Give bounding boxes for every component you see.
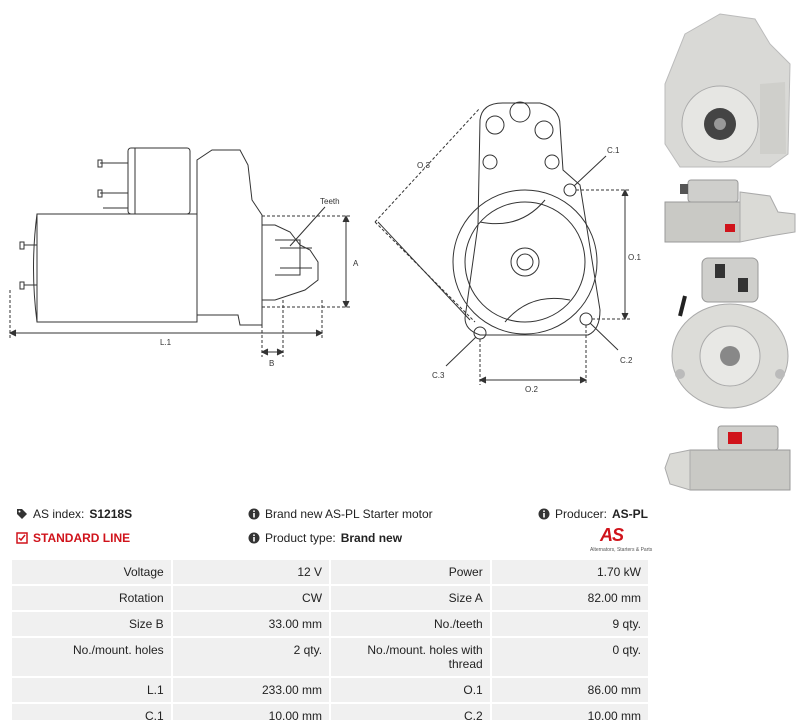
spec-value: 0 qty. <box>491 638 648 676</box>
info-icon <box>248 532 260 544</box>
spec-label: C.2 <box>331 704 490 720</box>
label-c1: C.1 <box>607 146 620 155</box>
spec-label: Rotation <box>12 586 171 610</box>
tag-icon <box>17 509 27 519</box>
standard-line: STANDARD LINE <box>16 531 130 545</box>
spec-label: Power <box>331 560 490 584</box>
label-b: B <box>269 359 274 368</box>
spec-value: 2 qty. <box>172 638 330 676</box>
as-index-label: AS index: <box>33 507 85 521</box>
spec-label: Size A <box>331 586 490 610</box>
logo-mark: AS <box>600 525 624 545</box>
spec-label: No./mount. holes <box>12 638 171 676</box>
side-view-photo[interactable] <box>660 174 800 252</box>
spec-value: 33.00 mm <box>172 612 330 636</box>
label-teeth: Teeth <box>320 197 340 206</box>
rear-view-photo[interactable] <box>660 256 800 416</box>
spec-value: 82.00 mm <box>491 586 648 610</box>
label-o2: O.2 <box>525 385 538 394</box>
spec-value: 86.00 mm <box>491 678 648 702</box>
label-c2: C.2 <box>620 356 633 365</box>
spec-value: 12 V <box>172 560 330 584</box>
solenoid-outline <box>127 147 191 215</box>
product-info: AS index: S1218S STANDARD LINE Brand new… <box>10 503 652 555</box>
product-photos <box>660 0 800 500</box>
label-o3: O.3 <box>417 161 430 170</box>
spec-label: Size B <box>12 612 171 636</box>
asp-logo: AS Alternators, Starters & Parts <box>590 525 652 555</box>
check-square-icon <box>16 532 28 544</box>
standard-line-label: STANDARD LINE <box>33 531 131 545</box>
front-flange-outline <box>464 102 601 336</box>
spec-label: No./mount. holes with thread <box>331 638 490 676</box>
spec-value: 1.70 kW <box>491 560 648 584</box>
product-type: Product type: Brand new <box>248 531 402 545</box>
spec-label: C.1 <box>12 704 171 720</box>
producer-value: AS-PL <box>612 507 648 521</box>
as-index-value: S1218S <box>89 507 133 521</box>
product-type-label: Product type: <box>265 531 336 545</box>
producer: Producer: AS-PL <box>538 507 648 521</box>
front-disc <box>452 189 598 335</box>
description: Brand new AS-PL Starter motor <box>248 507 433 521</box>
producer-label: Producer: <box>554 507 607 521</box>
top-view-photo[interactable] <box>660 424 800 500</box>
label-l1: L.1 <box>160 338 172 347</box>
spec-value: 10.00 mm <box>172 704 330 720</box>
product-type-value: Brand new <box>340 531 403 545</box>
label-a: A <box>353 259 359 268</box>
spec-value: 233.00 mm <box>172 678 330 702</box>
logo-subtitle: Alternators, Starters & Parts <box>590 547 653 553</box>
motor-body-outline <box>36 213 198 323</box>
spec-value: CW <box>172 586 330 610</box>
spec-label: No./teeth <box>331 612 490 636</box>
front-view-photo[interactable] <box>660 4 800 169</box>
info-icon <box>538 508 550 520</box>
label-c3: C.3 <box>432 371 445 380</box>
spec-label: O.1 <box>331 678 490 702</box>
drive-housing-outline <box>196 149 263 326</box>
label-o1: O.1 <box>628 253 641 262</box>
technical-drawing: Teeth A B L.1 O.3 C.1 O.1 C.2 C.3 O.2 <box>0 0 660 420</box>
as-index: AS index: S1218S <box>16 507 132 521</box>
spec-value: 9 qty. <box>491 612 648 636</box>
spec-label: Voltage <box>12 560 171 584</box>
info-icon <box>248 508 260 520</box>
description-text: Brand new AS-PL Starter motor <box>265 507 433 521</box>
spec-label: L.1 <box>12 678 171 702</box>
spec-value: 10.00 mm <box>491 704 648 720</box>
